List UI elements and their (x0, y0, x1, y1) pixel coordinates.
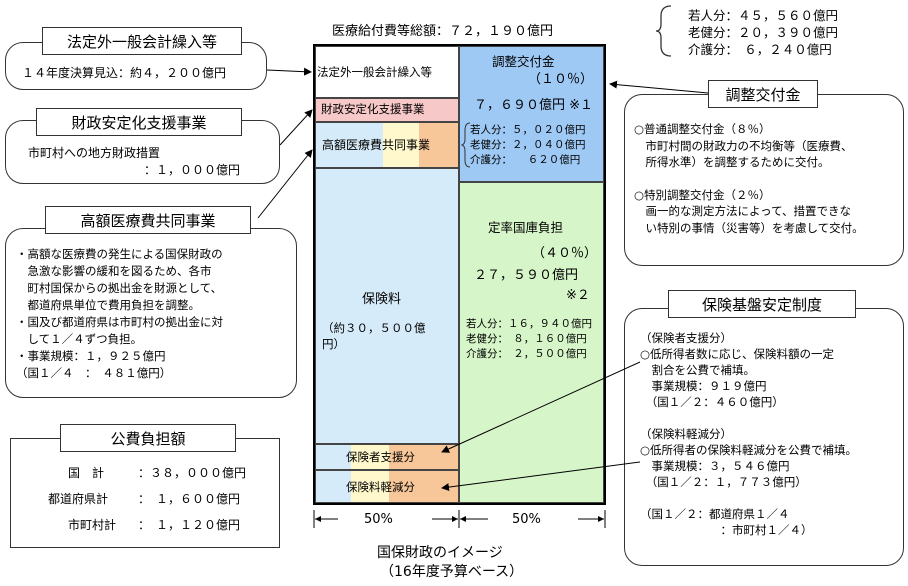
kurire-cell (315, 46, 459, 98)
kiban-info-line: ○低所得者の保険料軽減分を公費で補填。 (640, 443, 858, 457)
total-breakdown-1: 若人分：４５，５６０億円 (688, 8, 839, 23)
total-breakdown-3: 介護分： ６，２４０億円 (688, 42, 832, 57)
chosei-info-line: 画一的な測定方法によって、措置できな (634, 204, 852, 218)
public-row-value: ： １，１２０億円 (138, 518, 241, 532)
kougaku-line: 急激な影響の緩和を図るため、各市 (16, 264, 212, 278)
teiritsu-note: ※２ (566, 288, 590, 303)
kougaku-line: ・高額な医療費の発生による国保財政の (16, 247, 223, 261)
chosei-breakdown-1: 若人分：５，０２０億円 (470, 124, 586, 136)
kiban-info-box (624, 308, 904, 566)
teiritsu-amount: ２７，５９０億円 (474, 268, 579, 283)
chosei-info-line: ○普通調整交付金（８％） (634, 122, 771, 136)
teiritsu-breakdown-1: 若人分：１６，９４０億円 (466, 318, 592, 330)
chosei-pct: （１０％） (528, 72, 594, 87)
kougaku-line: ・国及び都道府県は市町村の拠出金に対 (16, 315, 223, 329)
dimension-arrows (313, 510, 606, 528)
chosei-info-box (624, 94, 904, 266)
right-percent: 50% (512, 512, 541, 527)
kiban-info-line: （国１／２：１，７７３億円） (640, 475, 807, 489)
public-row-label: 都道府県計 (48, 492, 109, 506)
chosei-info-line: 市町村間の財政力の不均衡等（医療費、 (634, 138, 853, 153)
kougaku-text: ・高額な医療費の発生による国保財政の 急激な影響の緩和を図るため、各市 町村国保… (16, 246, 223, 382)
kurire-cell-label: 法定外一般会計繰入等 (317, 65, 432, 79)
kougaku-title: 高額医療費共同事業 (45, 206, 251, 234)
kougaku-line: （国１／４ ： ４８１億円） (16, 366, 172, 380)
diagram-caption-sub: （16年度予算ベース） (380, 564, 524, 580)
hokenryo-amount: （約３０，５００億円） (322, 321, 426, 351)
keigen-yellow (351, 471, 389, 502)
kiban-info-line: （国１／２：都道府県１／４ (640, 507, 790, 521)
zaisei-cell-label: 財政安定化支援事業 (321, 102, 425, 116)
hokensha-shien-label: 保険者支援分 (346, 450, 415, 464)
kiban-info-title: 保険基盤安定制度 (668, 290, 856, 318)
kougaku-line: 都道府県単位で費用負担を調整。 (16, 298, 200, 312)
chosei-info-line: 所得水準）を調整するために交付。 (634, 155, 830, 169)
chosei-info-title: 調整交付金 (708, 80, 818, 108)
teiritsu-breakdown-2: 老健分： ８，１６０億円 (466, 333, 587, 345)
brace-icon (655, 5, 672, 57)
chosei-info-text: ○普通調整交付金（８％） 市町村間の財政力の不均衡等（医療費、 所得水準）を調整… (634, 121, 864, 236)
kiban-info-line: （保険者支援分） (640, 331, 732, 345)
kougaku-line: して１／４ずつ負担。 (16, 332, 143, 346)
public-row-value: ： １，６００億円 (138, 492, 241, 506)
kurire-title: 法定外一般会計繰入等 (42, 27, 242, 55)
zaisei-line2: ：１，０００億円 (144, 163, 241, 177)
chosei-cell (459, 46, 604, 182)
hokenryo-label: 保険料 (362, 292, 402, 307)
zaisei-title: 財政安定化支援事業 (36, 108, 242, 136)
zaisei-cell (315, 98, 459, 122)
chosei-breakdown-2: 老健分：２，０４０億円 (470, 139, 586, 151)
kurire-value: １４年度決算見込：約４，２００億円 (22, 66, 227, 80)
teiritsu-title: 定率国庫負担 (488, 220, 564, 235)
chosei-title: 調整交付金 (492, 54, 555, 69)
chosei-info-line: ○特別調整交付金（２％） (634, 187, 771, 202)
zaisei-line1: 市町村への地方財政措置 (28, 146, 161, 160)
diagram-caption: 国保財政のイメージ (377, 545, 503, 561)
public-row-label: 市町村計 (68, 518, 117, 532)
left-percent: 50% (364, 512, 393, 527)
kougaku-cell-orange (419, 123, 458, 167)
public-row-value: ：３８，０００億円 (138, 466, 247, 480)
kiban-info-line: （保険料軽減分） (640, 427, 732, 441)
kougaku-cell-yellow (383, 123, 419, 167)
kiban-info-line: ：市町村１／４） (640, 523, 813, 537)
chosei-info-line: い特別の事情（災害等）を考慮して交付。 (634, 220, 864, 235)
hokenryo-cell (315, 168, 459, 444)
total-amount: 医療給付費等総額：７２，１９０億円 (332, 24, 554, 39)
teiritsu-breakdown-3: 介護分： ２，５００億円 (466, 348, 587, 360)
chosei-breakdown-3: 介護分： ６２０億円 (470, 154, 581, 166)
kougaku-line: 町村国保からの拠出金を財源として、 (16, 281, 223, 295)
kiban-info-line: （国１／２：４６０億円） (640, 395, 784, 409)
kiban-info-line: 事業規模：３，５４６億円 (640, 459, 790, 473)
teiritsu-pct: （４０％） (532, 246, 598, 261)
kiban-info-line: 割合を公費で補填。 (640, 363, 755, 377)
kiban-info-line: ○低所得者数に応じ、保険料額の一定 (640, 347, 835, 361)
hokensha-shien-yellow (351, 445, 389, 469)
chosei-brace-icon (461, 122, 471, 168)
chosei-amount: ７，６９０億円 ※１ (474, 98, 594, 113)
kiban-info-line: 事業規模：９１９億円 (640, 379, 767, 393)
kougaku-line: ・事業規模：１，９２５億円 (16, 349, 166, 363)
public-burden-title: 公費負担額 (60, 424, 236, 452)
public-row-label: 国 計 (68, 466, 105, 480)
total-breakdown-2: 老健分：２０，３９０億円 (688, 25, 839, 40)
keigen-label: 保険料軽減分 (346, 480, 415, 494)
kougaku-cell-label: 高額医療費共同事業 (322, 138, 431, 152)
teiritsu-cell (459, 182, 604, 503)
kiban-info-text: （保険者支援分） ○低所得者数に応じ、保険料額の一定 割合を公費で補填。 事業規… (640, 330, 857, 538)
